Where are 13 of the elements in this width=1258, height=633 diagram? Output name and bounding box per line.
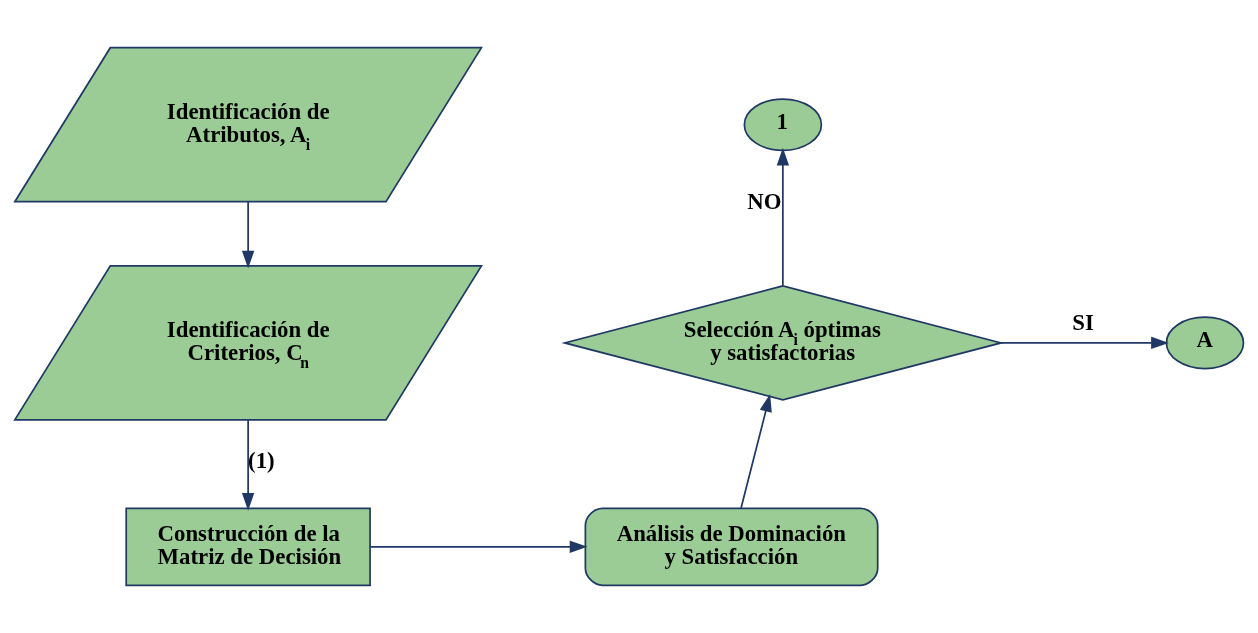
edge-label: NO [747,189,782,215]
arrow [369,540,588,553]
arrow [241,201,255,269]
node-ellipse: A [1165,316,1245,370]
edge-label: (1) [248,448,275,474]
edge-label: SI [1072,309,1094,335]
arrow [776,147,790,287]
node-box: Construcción de la Matriz de Decisión [125,507,371,587]
arrow [1000,336,1169,350]
arrow [740,394,772,509]
arrow [241,419,255,511]
node-box: Análisis de Dominación y Satisfacción [584,507,879,587]
node-ellipse: 1 [743,98,823,152]
